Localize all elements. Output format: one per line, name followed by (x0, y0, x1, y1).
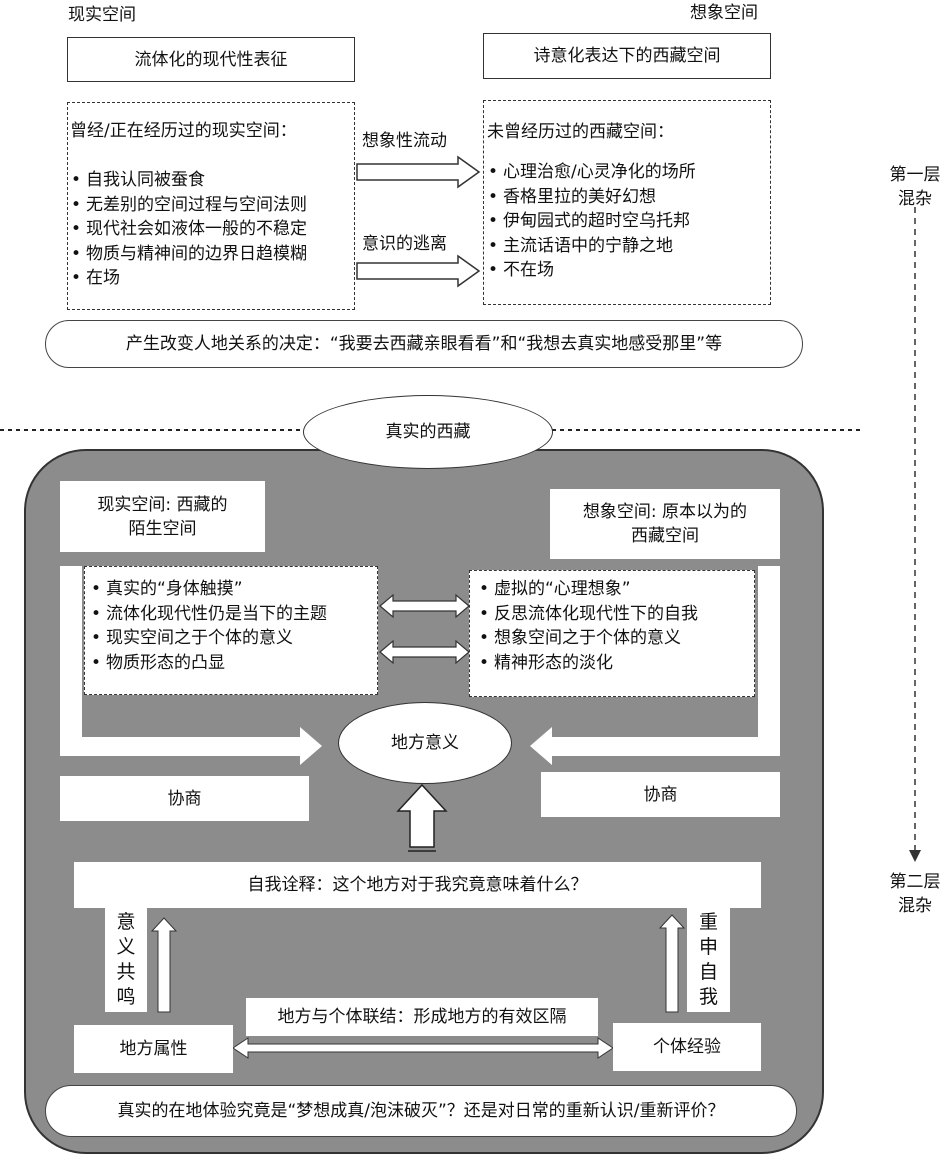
list-item: 无差别的空间过程与空间法则 (66, 193, 307, 218)
mental-imagination-list: 虚拟的“心理想象” 反思流体化现代性下的自我 想象空间之于个体的意义 精神形态的… (474, 577, 698, 675)
list-item: 自我认同被蚕食 (66, 168, 307, 193)
list-item: 物质与精神间的边界日趋模糊 (66, 242, 307, 267)
list-item: 香格里拉的美好幻想 (483, 185, 696, 210)
poetic-tibet-box: 诗意化表达下的西藏空间 (483, 33, 771, 79)
individual-experience-box: 个体经验 (613, 1023, 761, 1071)
layer1-label-line: 混杂 (898, 189, 932, 209)
header-line: 想象空间: 原本以为的 (582, 502, 748, 522)
mental-imagination-list-box: 虚拟的“心理想象” 反思流体化现代性下的自我 想象空间之于个体的意义 精神形态的… (469, 570, 755, 697)
list-item: 现实空间之于个体的意义 (86, 626, 327, 651)
place-attribute-box: 地方属性 (74, 1025, 233, 1073)
imagined-space-list-title: 未曾经历过的西藏空间： (487, 122, 674, 142)
layer-arrow-head (909, 850, 921, 862)
header-line: 现实空间: 西藏的 (97, 494, 228, 515)
reaffirm-up-arrow (658, 914, 686, 1013)
double-arrow-1 (379, 593, 470, 619)
layer2-label-line: 第二层 (889, 872, 941, 892)
list-item: 伊甸园式的超时空乌托邦 (483, 209, 696, 234)
list-item: 心理治愈/心灵净化的场所 (483, 160, 696, 185)
list-item: 真实的“身体触摸” (86, 577, 327, 602)
real-space-heading: 现实空间 (68, 5, 136, 25)
place-individual-double-arrow (232, 1037, 614, 1059)
final-question-pill: 真实的在地体验究竟是“梦想成真/泡沫破灭”？还是对日常的重新认识/重新评价？ (45, 1085, 797, 1137)
negotiation-right-box: 协商 (541, 772, 780, 817)
list-item: 在场 (66, 266, 307, 291)
reaffirm-self-label: 重申自我 (698, 911, 718, 1008)
imagined-space-heading: 想象空间 (690, 3, 758, 23)
fluid-modernity-box: 流体化的现代性表征 (67, 37, 355, 82)
layer2-label: 第二层 混杂 (880, 870, 950, 918)
list-item: 精神形态的淡化 (474, 651, 698, 676)
body-touch-list: 真实的“身体触摸” 流体化现代性仍是当下的主题 现实空间之于个体的意义 物质形态… (86, 577, 327, 675)
layer1-label-line: 第一层 (889, 165, 941, 185)
self-interpretation-box: 自我诠释：这个地方对于我究竟意味着什么？ (74, 862, 761, 908)
list-item: 反思流体化现代性下的自我 (474, 602, 698, 627)
meaning-resonance-label: 意义共鸣 (116, 911, 136, 1008)
list-item: 想象空间之于个体的意义 (474, 626, 698, 651)
list-item: 主流话语中的宁静之地 (483, 234, 696, 259)
negotiation-left-box: 协商 (60, 776, 309, 821)
place-meaning-ellipse: 地方意义 (338, 702, 512, 784)
body-touch-list-box: 真实的“身体触摸” 流体化现代性仍是当下的主题 现实空间之于个体的意义 物质形态… (84, 566, 378, 695)
header-line: 陌生空间 (128, 518, 197, 539)
list-item: 物质形态的凸显 (86, 651, 327, 676)
imaginative-flow-arrow (356, 155, 481, 189)
double-arrow-2 (379, 639, 470, 665)
decision-pill: 产生改变人地关系的决定：“我要去西藏亲眼看看”和“我想去真实地感受那里”等 (45, 320, 803, 368)
real-space-list-title: 曾经/正在经历过的现实空间： (70, 121, 297, 141)
list-item: 虚拟的“心理想象” (474, 577, 698, 602)
reaffirm-self-box: 重申自我 (687, 908, 730, 1012)
imaginative-flow-label: 想象性流动 (362, 131, 447, 151)
resonance-up-arrow (150, 917, 178, 1013)
list-item: 不在场 (483, 258, 696, 283)
layer1-label: 第一层 混杂 (880, 163, 950, 211)
layer2-label-line: 混杂 (898, 896, 932, 916)
up-to-meaning-arrow (396, 783, 448, 848)
real-space-list-box: 曾经/正在经历过的现实空间： 自我认同被蚕食 无差别的空间过程与空间法则 现代社… (67, 102, 355, 310)
left-to-meaning-arrow (60, 566, 322, 765)
real-tibet-ellipse: 真实的西藏 (303, 395, 553, 469)
meaning-resonance-box: 意义共鸣 (105, 908, 147, 1012)
list-item: 流体化现代性仍是当下的主题 (86, 602, 327, 627)
place-individual-link-box: 地方与个体联结：形成地方的有效区隔 (246, 998, 598, 1036)
list-item: 现代社会如液体一般的不稳定 (66, 217, 307, 242)
imagined-original-space-box: 想象空间: 原本以为的 西藏空间 (550, 489, 780, 559)
conscious-escape-arrow (356, 254, 481, 288)
real-space-list: 自我认同被蚕食 无差别的空间过程与空间法则 现代社会如液体一般的不稳定 物质与精… (66, 168, 307, 291)
imagined-space-list: 心理治愈/心灵净化的场所 香格里拉的美好幻想 伊甸园式的超时空乌托邦 主流话语中… (483, 160, 696, 283)
imagined-space-list-box: 未曾经历过的西藏空间： 心理治愈/心灵净化的场所 香格里拉的美好幻想 伊甸园式的… (483, 100, 771, 305)
header-line: 西藏空间 (631, 526, 699, 546)
conscious-escape-label: 意识的逃离 (362, 234, 447, 254)
real-strange-space-box: 现实空间: 西藏的 陌生空间 (60, 481, 265, 552)
right-to-meaning-arrow (530, 566, 780, 765)
